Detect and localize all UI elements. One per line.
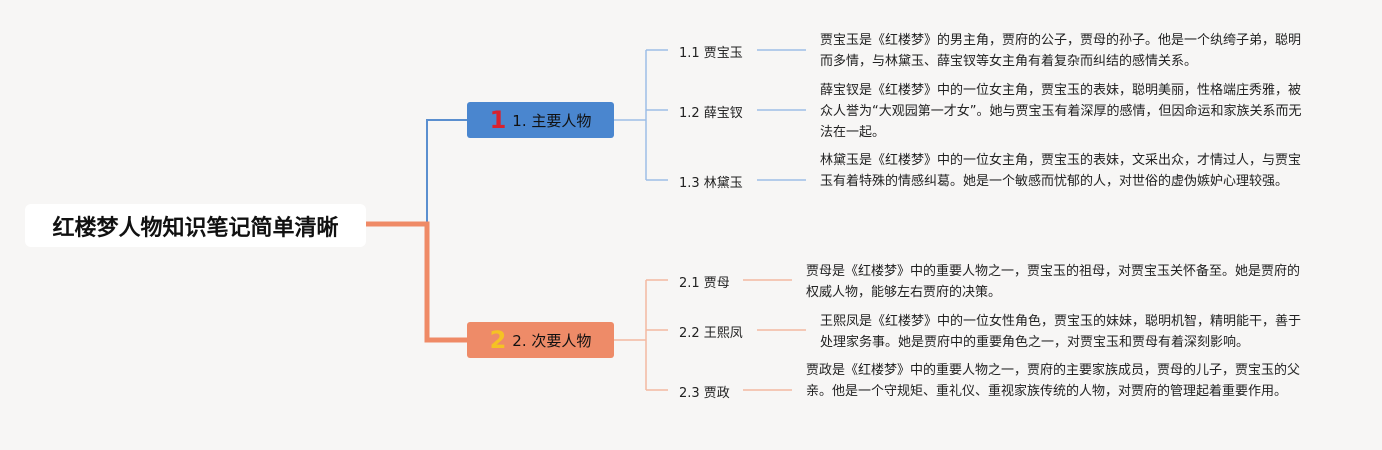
leaf-node-jia-mu[interactable]: 2.1 贾母 — [679, 276, 730, 291]
connector-root-branch2 — [366, 221, 467, 343]
leaf-node-xue-baochai[interactable]: 1.2 薛宝钗 — [679, 106, 743, 121]
leaf-node-jia-zheng[interactable]: 2.3 贾政 — [679, 386, 730, 401]
leaf-description: 王熙凤是《红楼梦》中的一位女性角色，贾宝玉的妹妹，聪明机智，精明能干，善于处理家… — [820, 314, 1302, 350]
connector-branch1-leaves — [614, 49, 668, 181]
leaf-description: 薛宝钗是《红楼梦》中的一位女主角，贾宝玉的表妹，聪明美丽，性格端庄秀雅，被众人誉… — [820, 83, 1302, 140]
leaf-node-jia-baoyu[interactable]: 1.1 贾宝玉 — [679, 46, 743, 61]
root-node-title[interactable]: 红楼梦人物知识笔记简单清晰 — [25, 204, 366, 247]
leaf-description: 林黛玉是《红楼梦》中的一位女主角，贾宝玉的表妹，文采出众，才情过人，与贾宝玉有着… — [820, 153, 1302, 189]
leaf-description: 贾宝玉是《红楼梦》的男主角，贾府的公子，贾母的孙子。他是一个纨绔子弟，聪明而多情… — [820, 33, 1302, 69]
connector-branch2-leaves — [614, 279, 668, 391]
branch-number-icon: 2 — [489, 326, 507, 354]
leaf-description: 贾母是《红楼梦》中的重要人物之一，贾宝玉的祖母，对贾宝玉关怀备至。她是贾府的权威… — [806, 264, 1301, 300]
branch-number-icon: 1 — [489, 106, 507, 134]
branch-label: 1. 主要人物 — [512, 111, 592, 130]
branch-node-main-characters[interactable]: 1 1. 主要人物 — [467, 102, 614, 138]
leaf-description: 贾政是《红楼梦》中的重要人物之一，贾府的主要家族成员，贾母的儿子，贾宝玉的父亲。… — [806, 363, 1301, 399]
branch-label: 2. 次要人物 — [512, 331, 592, 350]
connector-root-branch1 — [366, 119, 467, 225]
leaf-node-wang-xifeng[interactable]: 2.2 王熙凤 — [679, 326, 743, 341]
leaf-node-lin-daiyu[interactable]: 1.3 林黛玉 — [679, 176, 743, 191]
branch-node-secondary-characters[interactable]: 2 2. 次要人物 — [467, 322, 614, 358]
